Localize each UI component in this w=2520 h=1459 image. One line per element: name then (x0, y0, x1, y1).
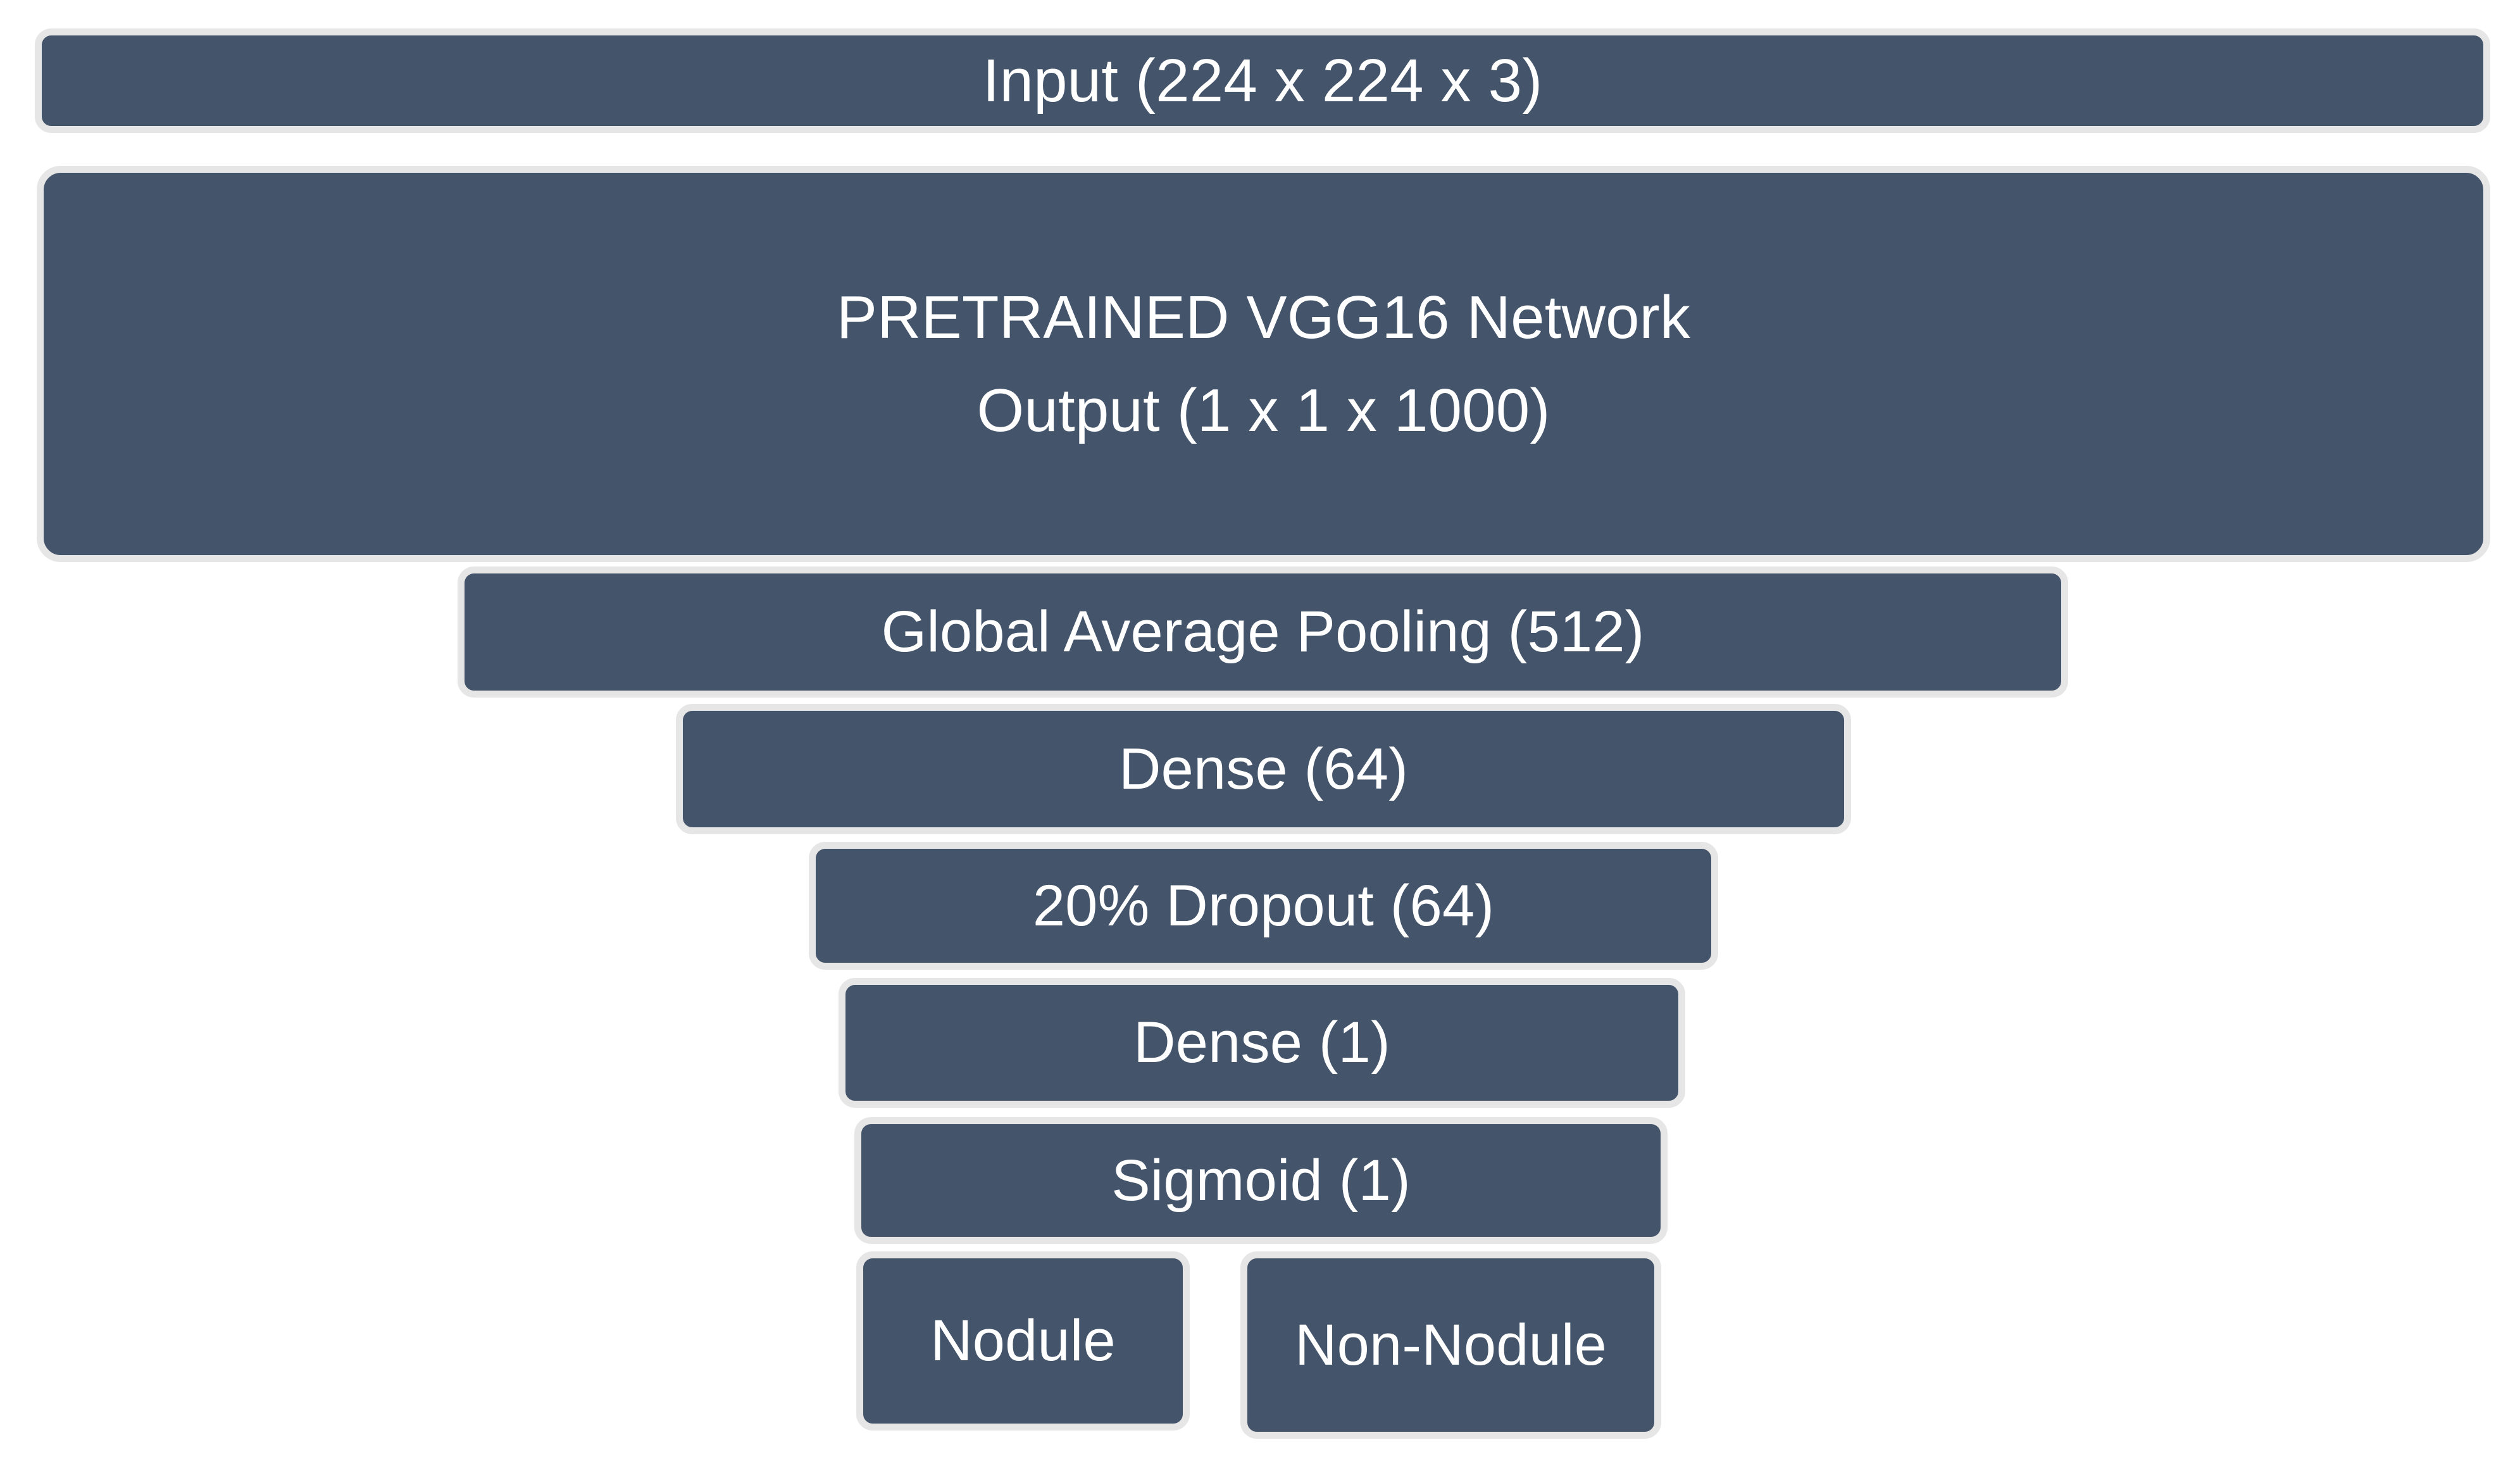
node-pretrained-vgg16[interactable]: PRETRAINED VGG16 Network Output (1 x 1 x… (37, 166, 2490, 562)
node-dense-64-label: Dense (64) (1118, 736, 1409, 801)
node-dense-64[interactable]: Dense (64) (676, 704, 1851, 834)
node-nodule-label: Nodule (930, 1308, 1116, 1374)
node-dense-1[interactable]: Dense (1) (839, 978, 1685, 1108)
node-dense-1-label: Dense (1) (1133, 1010, 1390, 1075)
node-input-label: Input (224 x 224 x 3) (982, 46, 1543, 115)
node-non-nodule[interactable]: Non-Nodule (1240, 1251, 1661, 1439)
node-non-nodule-label: Non-Nodule (1295, 1312, 1607, 1377)
node-vgg16-output: Output (1 x 1 x 1000) (976, 377, 1550, 444)
node-sigmoid[interactable]: Sigmoid (1) (854, 1117, 1668, 1244)
node-global-average-pooling[interactable]: Global Average Pooling (512) (458, 567, 2068, 698)
node-vgg16-title: PRETRAINED VGG16 Network (836, 283, 1691, 351)
node-input[interactable]: Input (224 x 224 x 3) (35, 28, 2490, 133)
node-dropout-label: 20% Dropout (64) (1032, 873, 1495, 938)
node-dropout[interactable]: 20% Dropout (64) (809, 842, 1718, 970)
node-global-average-pooling-label: Global Average Pooling (512) (881, 599, 1645, 665)
node-sigmoid-label: Sigmoid (1) (1111, 1148, 1411, 1213)
node-nodule[interactable]: Nodule (856, 1251, 1190, 1431)
